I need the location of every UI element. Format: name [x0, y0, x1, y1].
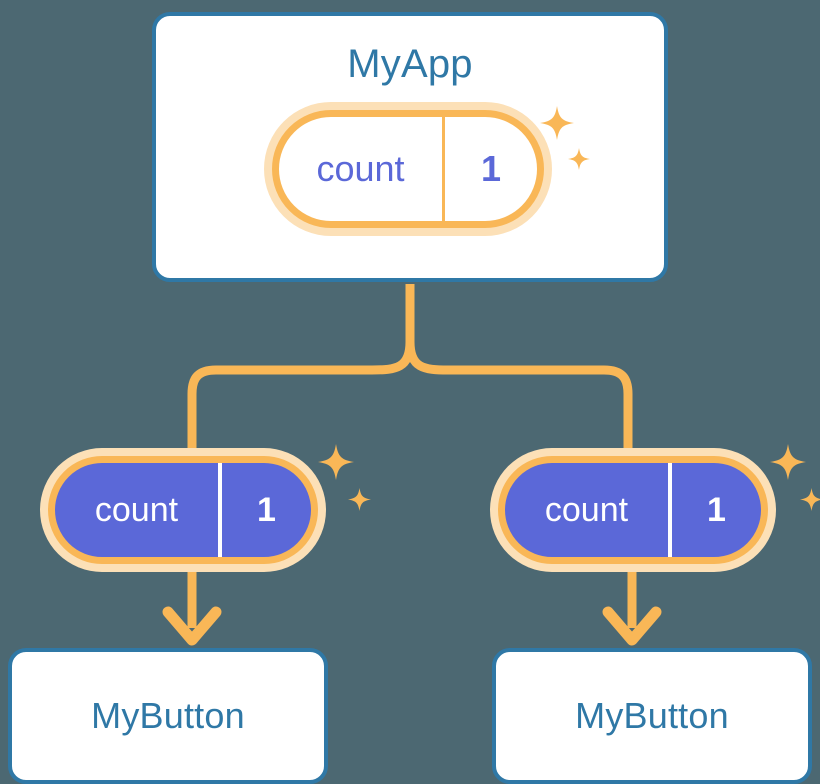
state-pill-mybutton-right[interactable]: count 1	[498, 444, 820, 564]
connector-branch-right	[405, 341, 633, 452]
state-pill-value: 1	[667, 463, 761, 557]
arrow-down-icon	[602, 606, 662, 646]
sparkle-icon	[318, 444, 354, 480]
component-title-mybutton: MyButton	[575, 695, 729, 736]
arrow-down-icon	[162, 606, 222, 646]
state-pill-body[interactable]: count 1	[272, 110, 544, 228]
state-pill-value: 1	[442, 117, 537, 221]
state-pill-name: count	[316, 148, 405, 189]
state-pill-name: count	[94, 490, 179, 529]
state-pill-myapp[interactable]: count 1	[272, 106, 590, 228]
state-pill-body[interactable]: count 1	[498, 456, 768, 564]
component-title-myapp: MyApp	[347, 42, 473, 86]
state-pill-name: count	[544, 490, 629, 529]
connector-branch-left	[187, 341, 415, 452]
component-card-mybutton-right[interactable]: MyButton	[492, 648, 812, 784]
state-pill-value: 1	[217, 463, 311, 557]
component-title-mybutton: MyButton	[91, 695, 245, 736]
sparkle-icon	[770, 444, 806, 480]
state-pill-body[interactable]: count 1	[48, 456, 318, 564]
sparkle-small-icon	[348, 488, 371, 511]
component-card-mybutton-left[interactable]: MyButton	[8, 648, 328, 784]
sparkle-small-icon	[800, 488, 820, 511]
state-pill-mybutton-left[interactable]: count 1	[48, 444, 371, 564]
